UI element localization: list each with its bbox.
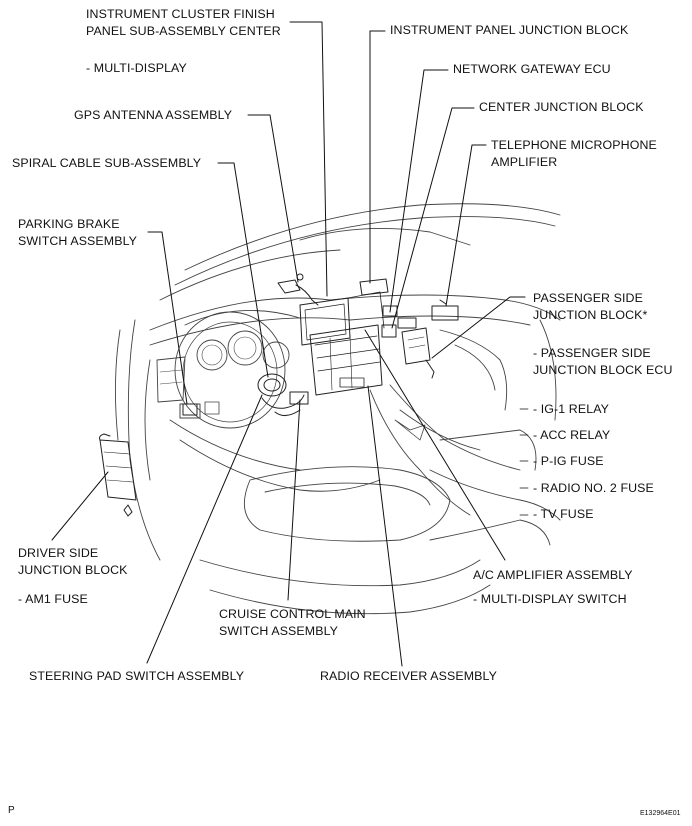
p-ig-fuse-label: - P-IG FUSE	[533, 454, 604, 468]
telephone-mic-line2: AMPLIFIER	[491, 155, 558, 169]
driver-side-jb-line1: DRIVER SIDE	[18, 546, 99, 560]
network-gateway-label: NETWORK GATEWAY ECU	[453, 62, 611, 76]
leader-lines	[51, 21, 529, 667]
cruise-control-label: CRUISE CONTROL MAIN SWITCH ASSEMBLY	[219, 606, 366, 640]
telephone-mic-label: TELEPHONE MICROPHONE AMPLIFIER	[491, 137, 657, 171]
parking-brake-line2: SWITCH ASSEMBLY	[18, 234, 138, 248]
instrument-cluster-line1: INSTRUMENT CLUSTER FINISH	[86, 7, 275, 21]
multi-display-label: - MULTI-DISPLAY	[86, 61, 187, 75]
instrument-cluster-finish-label: INSTRUMENT CLUSTER FINISH PANEL SUB-ASSE…	[86, 6, 281, 40]
dashboard-outline	[114, 203, 561, 615]
passenger-side-jb-line1: PASSENGER SIDE	[533, 291, 643, 305]
cruise-control-line1: CRUISE CONTROL MAIN	[219, 607, 366, 621]
instrument-cluster-line2: PANEL SUB-ASSEMBLY CENTER	[86, 24, 281, 38]
radio-receiver-label: RADIO RECEIVER ASSEMBLY	[320, 669, 497, 683]
telephone-mic-line1: TELEPHONE MICROPHONE	[491, 138, 657, 152]
parking-brake-line1: PARKING BRAKE	[18, 217, 120, 231]
driver-side-jb-line2: JUNCTION BLOCK	[18, 563, 128, 577]
figure-id: E132964E01	[640, 810, 681, 817]
gps-antenna-label: GPS ANTENNA ASSEMBLY	[74, 108, 233, 122]
spiral-cable-label: SPIRAL CABLE SUB-ASSEMBLY	[12, 156, 202, 170]
passenger-side-jb-label: PASSENGER SIDE JUNCTION BLOCK*	[533, 290, 647, 324]
tv-fuse-label: - TV FUSE	[533, 507, 594, 521]
cruise-control-line2: SWITCH ASSEMBLY	[219, 624, 339, 638]
ig1-relay-label: - IG-1 RELAY	[533, 402, 610, 416]
driver-side-jb-label: DRIVER SIDE JUNCTION BLOCK	[18, 545, 128, 579]
acc-relay-label: - ACC RELAY	[533, 428, 611, 442]
page-letter: P	[8, 805, 15, 816]
multi-display-switch-label: - MULTI-DISPLAY SWITCH	[473, 592, 627, 606]
passenger-side-jb-ecu-label: - PASSENGER SIDE JUNCTION BLOCK ECU	[533, 345, 673, 379]
steering-pad-label: STEERING PAD SWITCH ASSEMBLY	[29, 669, 245, 683]
passenger-side-jb-line2: JUNCTION BLOCK*	[533, 308, 648, 322]
parking-brake-label: PARKING BRAKE SWITCH ASSEMBLY	[18, 216, 137, 250]
instrument-panel-jb-label: INSTRUMENT PANEL JUNCTION BLOCK	[390, 23, 629, 37]
passenger-side-jb-ecu-line2: JUNCTION BLOCK ECU	[533, 363, 673, 377]
am1-fuse-label: - AM1 FUSE	[18, 592, 88, 606]
components	[99, 273, 459, 517]
radio-no2-fuse-label: - RADIO NO. 2 FUSE	[533, 481, 654, 495]
passenger-side-jb-ecu-line1: - PASSENGER SIDE	[533, 346, 651, 360]
ac-amplifier-label: A/C AMPLIFIER ASSEMBLY	[473, 568, 633, 582]
center-jb-label: CENTER JUNCTION BLOCK	[479, 100, 644, 114]
